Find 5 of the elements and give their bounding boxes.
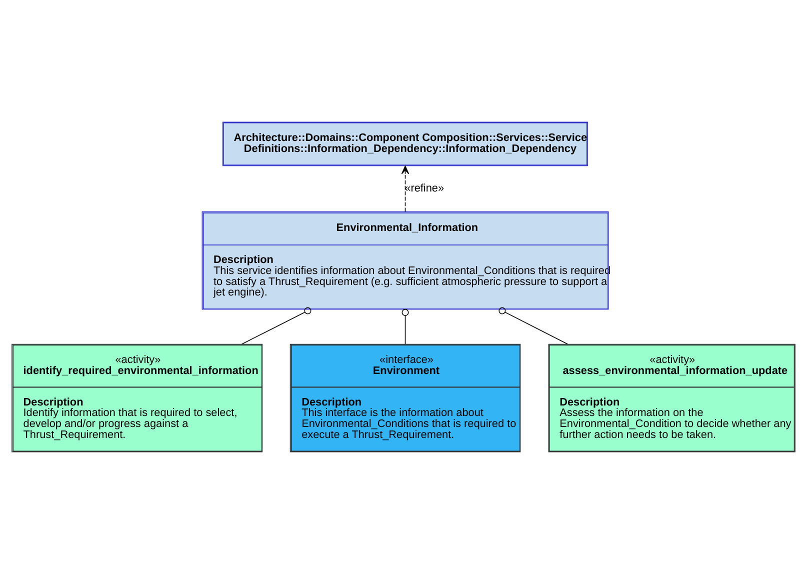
connector: [498, 307, 568, 345]
connector: [402, 308, 409, 345]
connector: [242, 307, 312, 345]
edge-label: «refine»: [404, 182, 444, 195]
arrow: [401, 166, 410, 212]
